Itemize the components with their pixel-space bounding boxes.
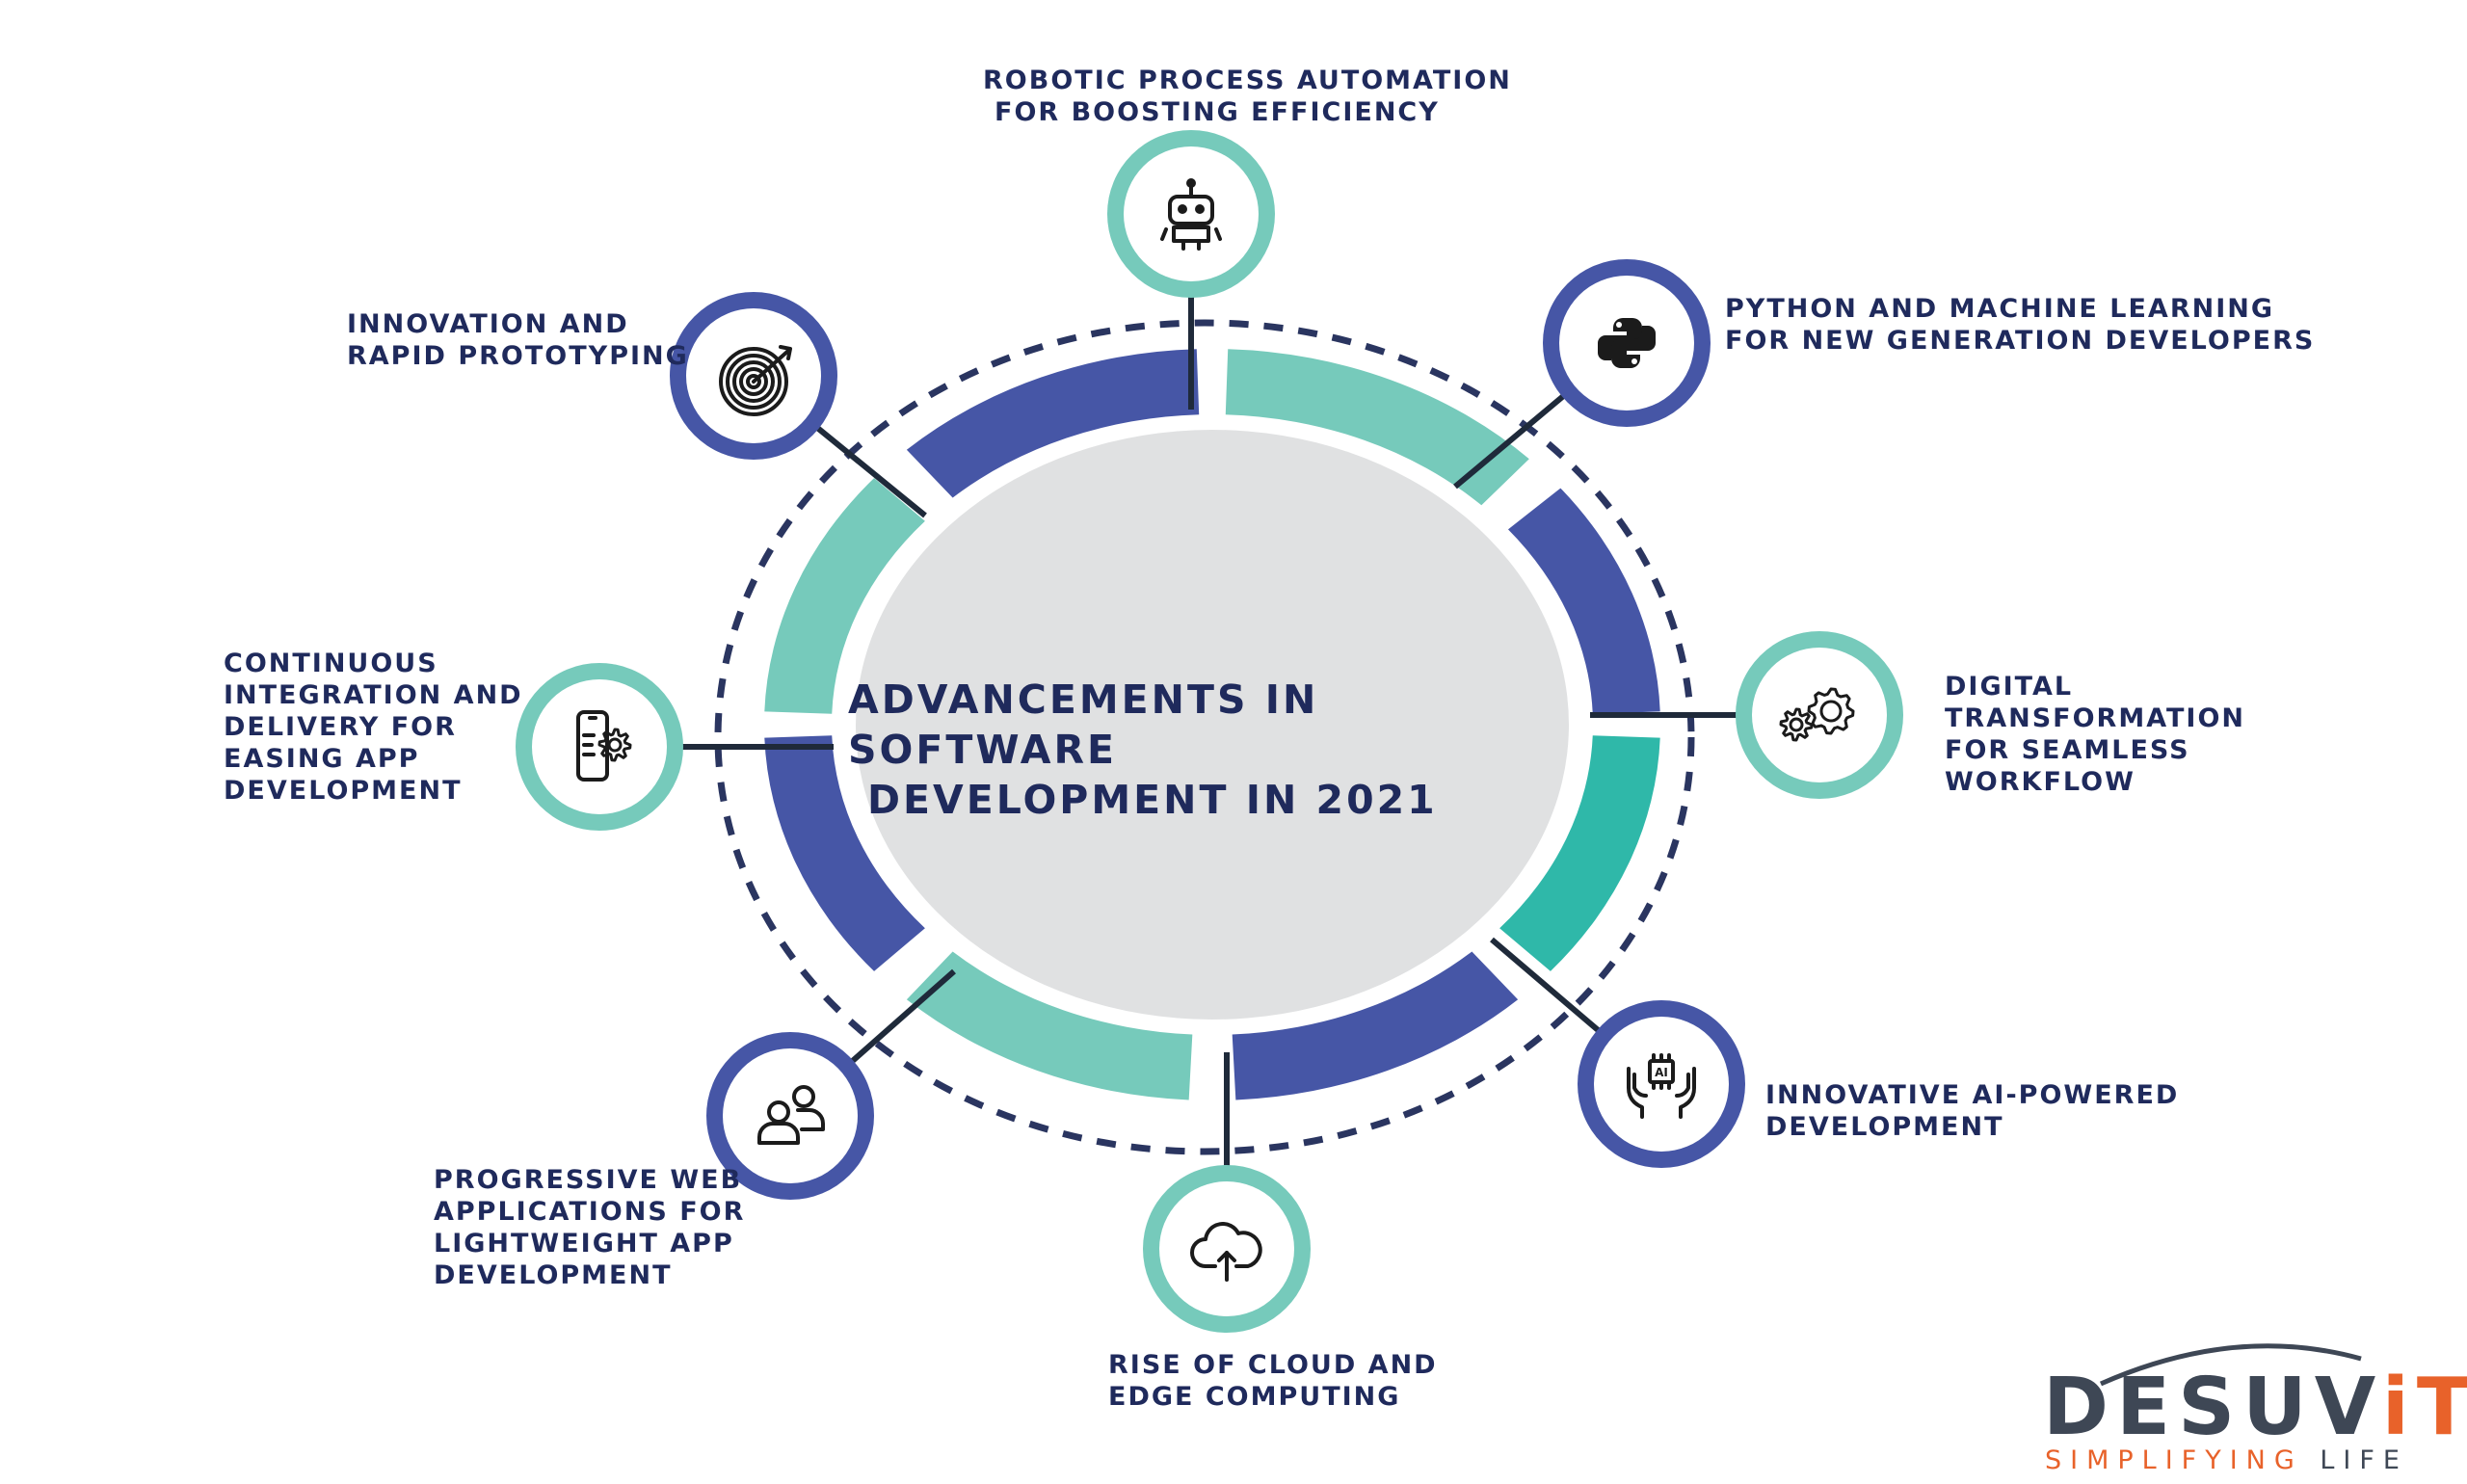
cloud-outline: [1190, 1222, 1262, 1268]
python-eye: [1631, 358, 1637, 364]
gear-small: [1779, 707, 1814, 742]
label-line: INTEGRATION AND: [224, 680, 523, 710]
label-line: ROBOTIC PROCESS AUTOMATION: [983, 66, 1512, 95]
label-line: WORKFLOW: [1945, 767, 2135, 797]
node-inner: [1752, 648, 1887, 782]
label-line: EDGE COMPUTING: [1108, 1382, 1401, 1412]
label-line: CONTINUOUS: [224, 649, 438, 678]
center-title: ADVANCEMENTS IN SOFTWARE DEVELOPMENT IN …: [848, 675, 1600, 825]
label-digital-transformation: DIGITAL TRANSFORMATION FOR SEAMLESS WORK…: [1945, 671, 2245, 798]
label-line: DIGITAL: [1945, 672, 2074, 702]
label-ai-powered-development: INNOVATIVE AI-POWERED DEVELOPMENT: [1765, 1079, 2179, 1143]
logo-wordmark: DESUViT: [2043, 1368, 2467, 1447]
upload-arrow-head: [1217, 1251, 1236, 1262]
label-line: LIGHTWEIGHT APP: [434, 1229, 734, 1259]
label-line: DEVELOPMENT: [224, 776, 463, 806]
wheel-segment: [1225, 349, 1529, 506]
user-body: [796, 1108, 825, 1131]
label-line: EASING APP: [224, 744, 420, 774]
logo-tagline-dark: LIFE: [2320, 1445, 2408, 1475]
dashed-outer-ring: [714, 319, 1695, 1155]
wheel-segment: [1232, 951, 1519, 1100]
label-line: INNOVATIVE AI-POWERED: [1765, 1080, 2180, 1110]
node-inner: [1124, 146, 1259, 281]
center-title-line-1: ADVANCEMENTS IN SOFTWARE: [848, 676, 1319, 773]
label-progressive-web-apps: PROGRESSIVE WEB APPLICATIONS FOR LIGHTWE…: [434, 1164, 745, 1291]
label-line: PYTHON AND MACHINE LEARNING: [1725, 294, 2275, 324]
robot-antenna-tip: [1186, 178, 1196, 188]
phone-outline: [576, 710, 609, 782]
gear-large: [1807, 687, 1855, 735]
center-title-line-2: DEVELOPMENT IN 2021: [867, 777, 1438, 823]
label-line: FOR BOOSTING EFFICIENCY: [995, 97, 1440, 127]
settings-gear: [597, 728, 632, 762]
left-hand: [1627, 1067, 1648, 1119]
robot-body: [1172, 225, 1210, 243]
target-ring: [746, 374, 761, 389]
users-icon: [757, 1085, 825, 1145]
logo-tagline-main: SIMPLIFYING: [2045, 1445, 2303, 1475]
label-line: DEVELOPMENT: [1765, 1112, 2004, 1142]
wheel-segment: [1499, 735, 1660, 971]
wheel-segment: [1507, 488, 1660, 714]
label-line: RISE OF CLOUD AND: [1108, 1350, 1438, 1380]
node-inner: [723, 1048, 858, 1183]
logo-tagline: SIMPLIFYING LIFE: [2045, 1447, 2408, 1474]
robot-arm: [1214, 227, 1222, 241]
label-line: PROGRESSIVE WEB: [434, 1165, 743, 1195]
node-inner: [532, 679, 667, 814]
label-line: INNOVATION AND: [347, 309, 629, 339]
right-hand: [1675, 1067, 1696, 1119]
label-cloud-edge-computing: RISE OF CLOUD AND EDGE COMPUTING: [1108, 1349, 1438, 1413]
target-icon: [719, 345, 792, 416]
gear-large-hub: [1819, 700, 1843, 723]
label-line: APPLICATIONS FOR: [434, 1197, 746, 1227]
label-python-machine-learning: PYTHON AND MACHINE LEARNING FOR NEW GENE…: [1725, 293, 2315, 357]
center-disk: [856, 430, 1569, 1020]
robot-icon: [1160, 178, 1222, 251]
wheel-segment: [764, 735, 925, 971]
wheel-segment: [906, 951, 1193, 1100]
logo-word-accent: iT: [2381, 1362, 2467, 1453]
ai-hands-icon: AI: [1627, 1053, 1696, 1119]
label-line: RAPID PROTOTYPING: [347, 341, 689, 371]
label-line: TRANSFORMATION: [1945, 703, 2246, 733]
gears-icon: [1779, 687, 1855, 742]
python-bottom: [1611, 326, 1656, 368]
python-eye: [1616, 322, 1622, 328]
target-ring: [732, 360, 775, 403]
target-ring: [726, 354, 782, 410]
label-line: DELIVERY FOR: [224, 712, 457, 742]
user-head: [792, 1085, 815, 1108]
target-ring: [739, 367, 768, 396]
cloud-upload-icon: [1190, 1222, 1262, 1282]
logo-swoosh: [2099, 1343, 2362, 1387]
label-robotic-process-automation: ROBOTIC PROCESS AUTOMATION FOR BOOSTING …: [983, 65, 1512, 128]
mobile-settings-icon: [576, 710, 632, 782]
label-line: DEVELOPMENT: [434, 1260, 673, 1290]
label-continuous-integration: CONTINUOUS INTEGRATION AND DELIVERY FOR …: [224, 648, 523, 807]
wheel-segment: [906, 349, 1200, 498]
label-line: FOR NEW GENERATION DEVELOPERS: [1725, 326, 2316, 356]
robot-eye: [1178, 204, 1187, 214]
logo-word-main: DESUV: [2043, 1362, 2382, 1453]
settings-gear-hub: [607, 737, 623, 753]
label-line: FOR SEAMLESS: [1945, 735, 2190, 765]
user-body: [757, 1122, 800, 1145]
gear-small-hub: [1789, 717, 1804, 732]
robot-eye: [1195, 204, 1205, 214]
label-innovation-prototyping: INNOVATION AND RAPID PROTOTYPING: [347, 308, 689, 372]
target-ring: [719, 347, 788, 416]
target-arrow: [752, 349, 790, 384]
ai-chip-label: AI: [1655, 1066, 1668, 1079]
desuvit-logo: DESUViT SIMPLIFYING LIFE: [2043, 1330, 2467, 1474]
target-arrow-fletch: [779, 345, 792, 360]
wheel-segment: [764, 478, 925, 714]
node-inner: [1159, 1181, 1294, 1316]
python-icon: [1598, 318, 1656, 368]
robot-arm: [1160, 227, 1168, 241]
